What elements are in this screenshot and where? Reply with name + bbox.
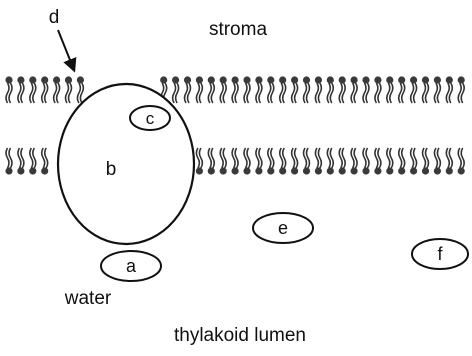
phospholipid (458, 76, 465, 103)
phospholipid (267, 148, 274, 175)
phospholipid (243, 76, 250, 103)
stroma-label: stroma (209, 19, 268, 40)
phospholipid (315, 76, 322, 103)
phospholipid (315, 148, 322, 175)
phospholipid (279, 148, 286, 175)
phospholipid (434, 148, 441, 175)
phospholipid (446, 148, 453, 175)
phospholipid (255, 76, 262, 103)
phospholipid (255, 148, 262, 175)
arrow-d (58, 30, 74, 70)
phospholipid (196, 148, 203, 175)
phospholipid (53, 76, 60, 103)
label-a: a (126, 256, 137, 276)
upper-lipid-leaflet (5, 76, 464, 103)
phospholipid (29, 148, 36, 175)
phospholipid (362, 76, 369, 103)
phospholipid (386, 76, 393, 103)
phospholipid (208, 148, 215, 175)
membrane-protein-b (58, 84, 194, 244)
phospholipid (303, 76, 310, 103)
phospholipid (172, 76, 179, 103)
label-b: b (106, 159, 117, 180)
phospholipid (196, 76, 203, 103)
phospholipid (17, 76, 24, 103)
label-c: c (146, 109, 155, 128)
phospholipid (267, 76, 274, 103)
phospholipid (351, 148, 358, 175)
phospholipid (374, 148, 381, 175)
phospholipid (303, 148, 310, 175)
water-label: water (64, 288, 112, 309)
phospholipid (243, 148, 250, 175)
phospholipid (232, 148, 239, 175)
phospholipid (374, 76, 381, 103)
phospholipid (220, 148, 227, 175)
phospholipid (65, 76, 72, 103)
label-e: e (278, 218, 288, 238)
phospholipid (446, 76, 453, 103)
phospholipid (5, 148, 12, 175)
thylakoid-lumen-label: thylakoid lumen (174, 325, 306, 346)
phospholipid (422, 76, 429, 103)
phospholipid (351, 76, 358, 103)
phospholipid (434, 76, 441, 103)
phospholipid (41, 148, 48, 175)
label-d: d (49, 7, 60, 28)
phospholipid (422, 148, 429, 175)
phospholipid (327, 76, 334, 103)
phospholipid (398, 148, 405, 175)
phospholipid (362, 148, 369, 175)
phospholipid (410, 148, 417, 175)
phospholipid (386, 148, 393, 175)
phospholipid (77, 76, 84, 103)
phospholipid (208, 76, 215, 103)
phospholipid (291, 148, 298, 175)
phospholipid (29, 76, 36, 103)
phospholipid (279, 76, 286, 103)
phospholipid (41, 76, 48, 103)
phospholipid (458, 148, 465, 175)
phospholipid (232, 76, 239, 103)
phospholipid (398, 76, 405, 103)
phospholipid (327, 148, 334, 175)
phospholipid (339, 148, 346, 175)
phospholipid (410, 76, 417, 103)
phospholipid (220, 76, 227, 103)
phospholipid (339, 76, 346, 103)
phospholipid (17, 148, 24, 175)
phospholipid (291, 76, 298, 103)
phospholipid (184, 76, 191, 103)
phospholipid (5, 76, 12, 103)
